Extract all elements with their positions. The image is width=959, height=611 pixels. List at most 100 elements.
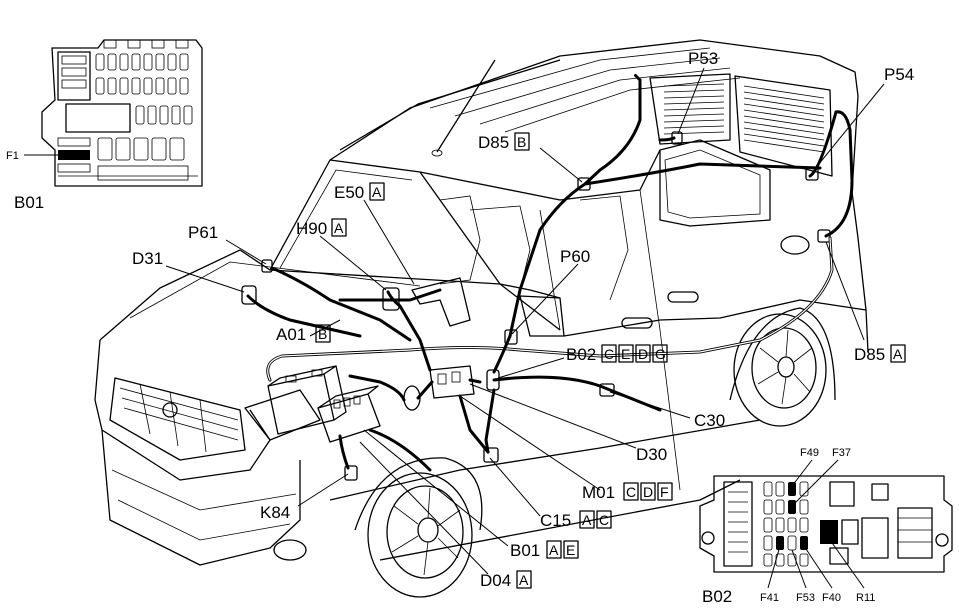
labels: B01 F1 P61 D31 H90 A E50 A D85 B P53 P54…: [6, 49, 914, 606]
b02-fuse-grid: [763, 481, 933, 567]
tag-box-b02-1: [618, 344, 634, 363]
front-wheel: [354, 457, 483, 598]
heater-duct-e50: [411, 277, 471, 327]
tag-box-m01-2: [657, 482, 673, 501]
tag-box-d04: [516, 570, 532, 589]
tag-box-b01-0: [546, 540, 562, 559]
label-h90: H90: [296, 219, 327, 238]
brand-badge: [162, 402, 178, 418]
battery: [267, 365, 347, 435]
label-d85-right: D85: [854, 345, 885, 364]
label-m01: M01: [582, 483, 615, 502]
fusebox-b02-engine: [429, 365, 475, 399]
tag-h90: A: [334, 220, 344, 236]
label-e50: E50: [334, 183, 364, 202]
antenna: [436, 59, 496, 153]
tag-box-e50: [369, 182, 385, 201]
label-d04: D04: [480, 571, 511, 590]
tag-b01-1: E: [566, 542, 575, 558]
tag-box-a01: [315, 324, 331, 343]
tag-box-m01-0: [623, 482, 639, 501]
label-c15: C15: [540, 511, 571, 530]
tag-m01-1: D: [643, 484, 653, 500]
side-window: [659, 139, 771, 227]
label-p53: P53: [688, 49, 718, 68]
label-b01-conn: B01: [510, 541, 540, 560]
label-f37: F37: [832, 447, 851, 459]
label-r11: R11: [856, 592, 875, 604]
label-b02-fusebox: B02: [702, 587, 732, 606]
connector-k84: [344, 465, 358, 481]
tag-box-m01-1: [640, 482, 656, 501]
tag-m01-0: C: [626, 484, 636, 500]
fog-light: [273, 539, 307, 561]
label-f53: F53: [796, 592, 815, 604]
connector-p61: [261, 259, 273, 273]
tag-box-b01-1: [563, 540, 579, 559]
door-handle-front: [621, 317, 653, 329]
label-f40: F40: [822, 592, 841, 604]
tag-b02-3: G: [655, 346, 666, 362]
tag-b02-2: D: [638, 346, 648, 362]
connector-c15: [483, 447, 499, 463]
tag-a01: B: [318, 326, 327, 342]
tag-box-d85-top: [514, 132, 530, 151]
wiring-harness: [246, 74, 854, 472]
label-a01: A01: [276, 325, 306, 344]
fusebox-b01-top-teeth: [103, 39, 189, 49]
vehicle-body: [94, 39, 869, 598]
b02-leaders: [767, 459, 865, 589]
tag-box-h90: [331, 218, 347, 237]
rear-window-left: [649, 73, 731, 145]
door-handle-rear: [667, 291, 699, 303]
rear-window-right: [734, 75, 833, 177]
fuse-f37-highlight: [788, 500, 796, 514]
tag-d85-top: B: [517, 134, 526, 150]
label-k84: K84: [260, 503, 290, 522]
label-d31: D31: [132, 249, 163, 268]
tag-d04: A: [519, 572, 529, 588]
label-b02-conn: B02: [566, 345, 596, 364]
tag-box-c15-1: [596, 510, 612, 529]
tag-e50: A: [372, 184, 382, 200]
tag-c15-0: A: [582, 512, 592, 528]
tag-box-b02-3: [652, 344, 668, 363]
leader-lines: [165, 67, 885, 575]
tag-d85-right: A: [893, 346, 903, 362]
label-f1: F1: [6, 150, 19, 162]
label-b01-fusebox: B01: [14, 193, 44, 212]
tag-b02-1: E: [621, 346, 630, 362]
fuel-cap: [780, 235, 810, 255]
fusebox-b02: [699, 459, 953, 589]
label-p54: P54: [884, 65, 914, 84]
fusebox-b01-engine: [317, 385, 381, 443]
fusebox-b01-fuse-grid: [57, 51, 198, 181]
tag-box-d85-right: [890, 344, 906, 363]
tag-box-b02-0: [601, 344, 617, 363]
tag-b01-0: A: [549, 542, 559, 558]
fuse-f40-highlight: [800, 536, 808, 550]
tag-c15-1: C: [599, 512, 609, 528]
label-f41: F41: [760, 592, 779, 604]
b02-connector-left: [723, 481, 753, 567]
label-c30: C30: [694, 411, 725, 430]
tag-b02-0: C: [604, 346, 614, 362]
fusebox-b01: [24, 39, 203, 187]
tag-box-c15-0: [579, 510, 595, 529]
connector-d85-right: [817, 229, 831, 243]
fuse-f49-highlight: [788, 482, 796, 496]
label-p61: P61: [188, 223, 218, 242]
connector-d31: [241, 285, 257, 305]
relay-r11-highlight: [820, 520, 838, 544]
label-d85-top: D85: [478, 133, 509, 152]
label-d30: D30: [636, 445, 667, 464]
front-grille: [109, 377, 246, 461]
label-p60: P60: [560, 247, 590, 266]
fuse-f41-highlight: [776, 536, 784, 550]
label-f49: F49: [800, 447, 819, 459]
tag-box-b02-2: [635, 344, 651, 363]
tag-m01-2: F: [660, 484, 669, 500]
headlight: [244, 389, 321, 441]
